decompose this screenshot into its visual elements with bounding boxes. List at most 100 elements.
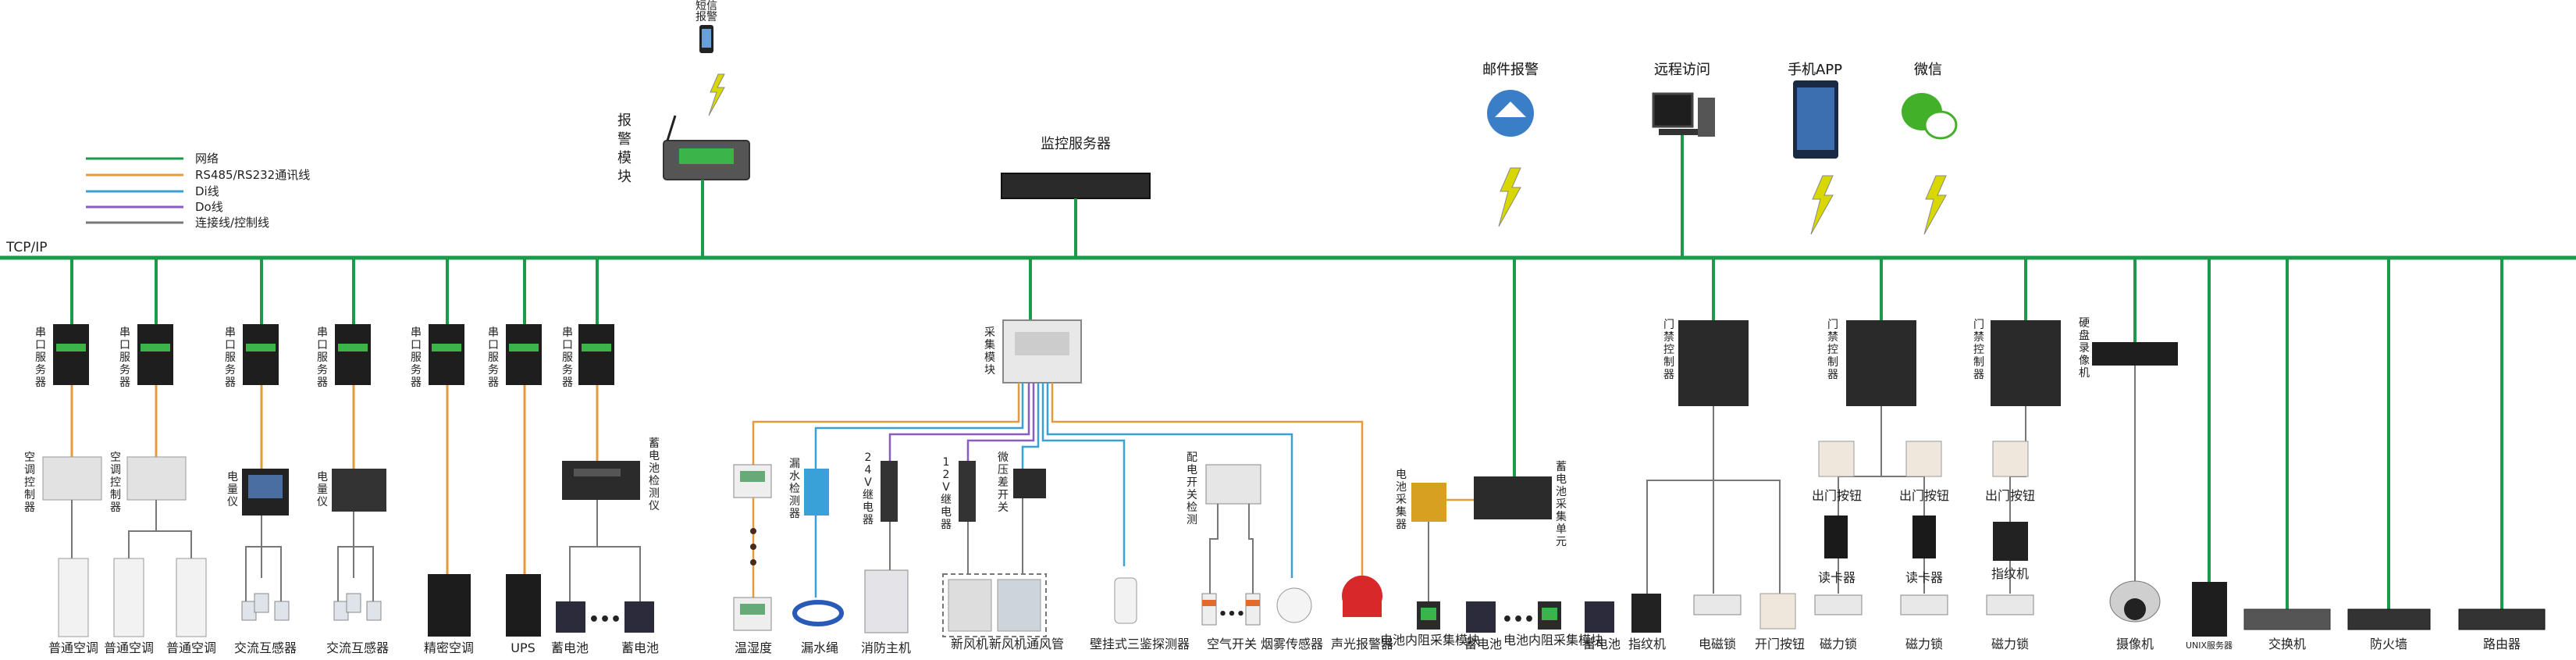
label-temp-humid: 温湿度 [735,640,772,655]
svg-text:电: 电 [1556,473,1567,486]
fresh-air-duct-unit [997,579,1041,632]
label-mag-lock-3: 磁力锁 [1991,637,2029,651]
svg-text:禁: 禁 [1663,331,1674,344]
svg-text:录: 录 [2079,342,2090,355]
unix-server-group [2192,258,2227,637]
svg-text:控: 控 [24,476,35,489]
air-switch-icon [1201,593,1217,626]
label-battery-d: 蓄电池 [1583,637,1621,651]
svg-text:服: 服 [411,351,422,364]
legend-label-di: Di线 [195,184,219,198]
sound-light-alarm-icon [1342,575,1382,617]
svg-text:串: 串 [562,326,573,339]
svg-text:器: 器 [110,501,121,514]
sms-label-2: 报警 [696,11,717,23]
serial-server-5 [429,258,464,385]
svg-text:池: 池 [649,462,660,475]
svg-text:器: 器 [789,508,800,520]
svg-text:器: 器 [411,376,422,389]
precision-ac-unit [428,574,471,637]
diff-pressure-switch-icon [1013,469,1046,498]
svg-text:控: 控 [110,476,121,489]
svg-text:仪: 仪 [227,496,238,508]
svg-text:开: 开 [998,489,1009,501]
relay-24v-icon [881,461,898,522]
svg-text:测: 测 [1187,514,1197,526]
svg-text:电: 电 [1396,469,1407,481]
svg-text:服: 服 [35,351,46,364]
svg-text:口: 口 [119,339,130,351]
svg-text:模: 模 [984,351,995,364]
svg-text:控: 控 [1827,344,1838,356]
svg-text:器: 器 [863,514,873,526]
lightning-icon [1810,175,1834,235]
fresh-air-unit [948,579,992,632]
bottom-labels: 普通空调 普通空调 普通空调 交流互感器 交流互感器 精密空调 UPS 蓄电池 … [48,633,2521,655]
label-air-switch: 空气开关 [1207,637,1257,651]
label-firewall: 防火墙 [2370,637,2407,651]
svg-text:控: 控 [1663,344,1674,356]
label-wall-detector: 壁挂式三鉴探测器 [1090,637,1190,651]
svg-text:压: 压 [998,464,1009,476]
label-battery-c: 蓄电池 [1464,637,1502,651]
svg-text:检: 检 [1187,501,1197,514]
wall-detector-icon [1114,577,1137,624]
battery-collect-unit-icon [1474,476,1552,519]
wechat-label: 微信 [1914,62,1942,78]
svg-text:采: 采 [984,326,995,339]
battery-icon [1466,601,1496,633]
svg-text:串: 串 [317,326,328,339]
battery-collector-icon [1411,483,1446,522]
svg-text:器: 器 [225,376,236,389]
rack-server-icon [1001,173,1151,199]
card-reader-icon [1912,516,1936,558]
mobile-app-label: 手机APP [1788,62,1842,78]
svg-text:机: 机 [2079,367,2090,380]
email-alarm-title: 邮件报警 [1482,62,1539,78]
svg-text:测: 测 [789,495,800,508]
svg-text:V: V [942,481,950,494]
svg-text:电: 电 [649,450,660,462]
label-ups: UPS [511,640,535,655]
email-alarm-group: 邮件报警 [1482,62,1539,227]
svg-text:串: 串 [119,326,130,339]
fingerprint-reader-icon [1993,522,2028,561]
svg-text:务: 务 [317,364,328,376]
exit-button-icon [1818,441,1855,477]
svg-text:服: 服 [119,351,130,364]
remote-access-title: 远程访问 [1654,62,1710,78]
svg-text:蓄: 蓄 [1556,461,1567,473]
svg-text:继: 继 [941,494,952,506]
svg-text:电: 电 [941,506,952,519]
exit-button-icon [1759,593,1796,630]
door-controller-icon [1991,320,2061,406]
label-exit-button-1: 开门按钮 [1755,637,1805,651]
svg-text:采: 采 [1396,494,1407,506]
label-ct-2: 交流互感器 [326,640,389,655]
svg-text:制: 制 [110,489,121,501]
card-reader-label: 读卡器 [1818,570,1856,585]
serial-servers [53,258,614,385]
svg-text:元: 元 [1556,536,1567,548]
exit-button-label: 出门按钮 [1899,488,1949,503]
svg-text:器: 器 [562,376,573,389]
sms-label-1: 短信 [696,0,717,12]
svg-text:门: 门 [1827,319,1838,331]
svg-text:口: 口 [225,339,236,351]
svg-text:模: 模 [617,150,632,166]
remote-access-label: 远程访问 [1654,62,1710,78]
svg-text:器: 器 [1827,369,1838,381]
svg-text:仪: 仪 [317,496,328,508]
battery-monitor-icon [562,461,640,500]
svg-text:器: 器 [941,519,952,531]
remote-access-group: 远程访问 [1652,62,1715,258]
ups-unit [506,574,541,637]
svg-text:硬: 硬 [2079,317,2090,330]
smoke-sensor-icon [1276,587,1312,623]
svg-text:禁: 禁 [1973,331,1984,344]
fire-host-icon [864,569,909,633]
label-internal-res-1: 电池内阻采集模块 [1380,633,1480,648]
